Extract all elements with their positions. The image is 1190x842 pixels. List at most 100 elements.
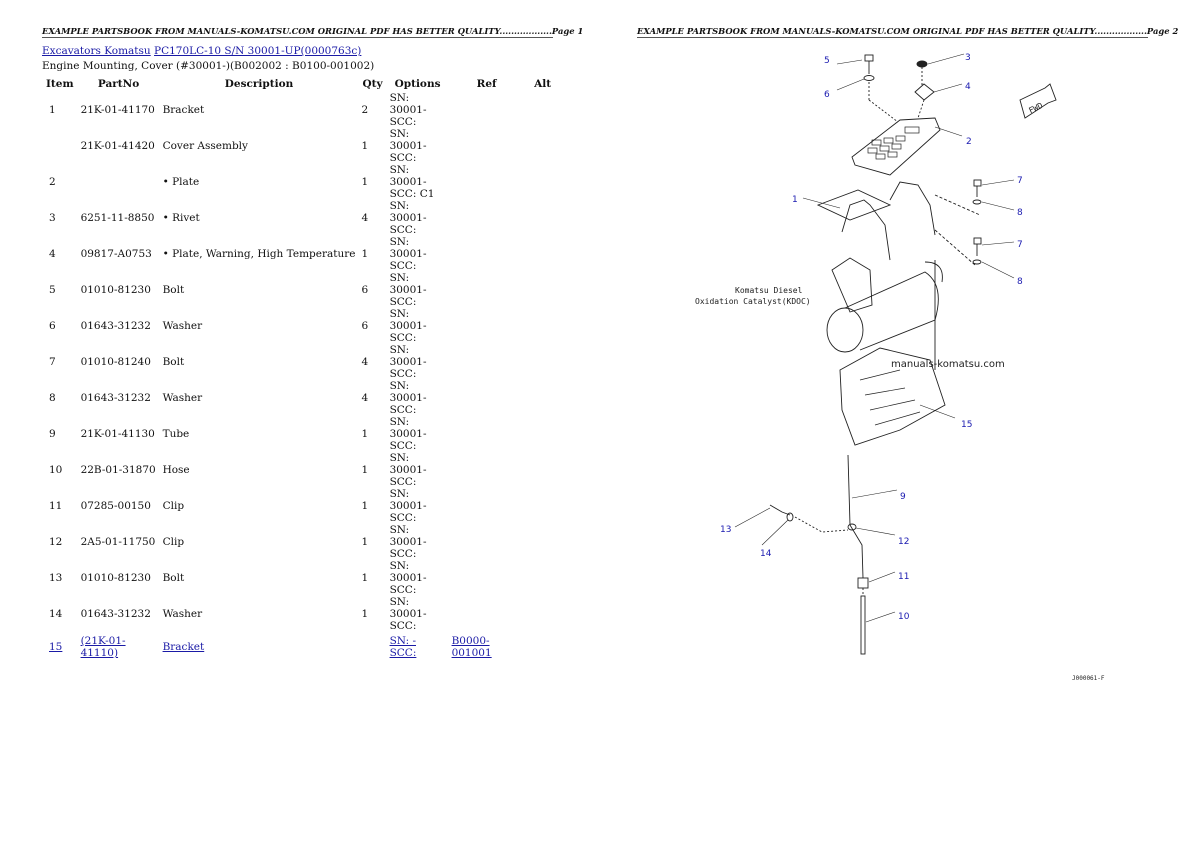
callout-7a[interactable]: 7	[1017, 176, 1023, 186]
callout-13[interactable]: 13	[720, 525, 731, 535]
callout-8b[interactable]: 8	[1017, 277, 1023, 287]
option-sn: SN: 30001-	[389, 200, 427, 224]
cell-qty: 1	[358, 416, 386, 452]
cell-partno: 21K-01-41420	[78, 128, 160, 164]
callout-12[interactable]: 12	[898, 537, 909, 547]
cell-description: Cover Assembly	[160, 128, 359, 164]
option-scc: SCC:	[389, 296, 417, 308]
cell-description: Washer	[160, 308, 359, 344]
watermark-text: manuals-komatsu.com	[891, 359, 1005, 370]
cell-partno: 01643-31232	[78, 596, 160, 632]
option-sn: SN: 30001-	[389, 416, 427, 440]
option-sn: SN: 30001-	[389, 128, 427, 152]
warning-plate-4	[914, 83, 935, 101]
option-sn: SN: 30001-	[389, 272, 427, 296]
cell-qty: 6	[358, 272, 386, 308]
option-scc: SCC:	[389, 404, 417, 416]
bracket-1-right	[889, 181, 936, 236]
cell-qty-text: 1	[361, 572, 369, 584]
figure-code: J000061-F	[1072, 675, 1105, 682]
callout-4[interactable]: 4	[965, 82, 971, 92]
option-sn: SN: 30001-	[389, 164, 427, 188]
table-row[interactable]: 15 (21K-01-41110) Bracket SN: -SCC: B0000-00…	[42, 632, 561, 662]
callout-15[interactable]: 15	[961, 420, 972, 430]
cell-partno-text[interactable]: (21K-01-41110)	[80, 635, 126, 660]
cell-description: Clip	[160, 524, 359, 560]
cell-item-text: 13	[49, 572, 63, 584]
cell-description: Clip	[160, 488, 359, 524]
cell-qty: 1	[358, 236, 386, 272]
option-scc[interactable]: SCC:	[389, 647, 417, 660]
cell-description: • Plate, Warning, High Temperature	[160, 236, 359, 272]
callout-8a[interactable]: 8	[1017, 208, 1023, 218]
breadcrumb-model-link[interactable]: PC170LC-10 S/N 30001-UP(0000763c)	[154, 45, 362, 57]
cell-item: 3	[42, 200, 78, 236]
cell-options: SN: 30001-SCC:	[387, 488, 449, 524]
cell-partno-text: 01010-81240	[80, 356, 151, 368]
cell-qty-text: 1	[361, 176, 369, 188]
cell-qty: 1	[358, 560, 386, 596]
cell-description: Washer	[160, 596, 359, 632]
table-row: 13 01010-81230 Bolt 1 SN: 30001-SCC:	[42, 560, 561, 596]
callout-1[interactable]: 1	[792, 195, 798, 205]
page-title: Engine Mounting, Cover (#30001-)(B002002…	[42, 60, 375, 72]
cell-item: 4	[42, 236, 78, 272]
rivet-3	[916, 60, 928, 68]
cell-description-text: Washer	[162, 320, 203, 332]
cell-partno-text: 21K-01-41170	[80, 104, 155, 116]
cell-item-text: 3	[49, 212, 56, 224]
cell-ref-text[interactable]: B0000-001001	[451, 635, 492, 660]
cell-partno: 01643-31232	[78, 308, 160, 344]
callout-5[interactable]: 5	[824, 56, 830, 66]
callout-10[interactable]: 10	[898, 612, 910, 622]
cell-description: • Plate	[160, 164, 359, 200]
cell-description-text[interactable]: Bracket	[162, 641, 205, 654]
bolt-5-head	[864, 54, 874, 62]
table-header-row: Item PartNo Description Qty Options Ref …	[42, 76, 561, 92]
cell-options: SN: 30001-SCC: C1	[387, 164, 449, 200]
cell-description: Bolt	[160, 272, 359, 308]
breadcrumb-category-link[interactable]: Excavators Komatsu	[42, 45, 151, 57]
callout-3[interactable]: 3	[965, 53, 971, 63]
cell-options: SN: 30001-SCC:	[387, 92, 449, 128]
cell-item: 2	[42, 164, 78, 200]
option-sn[interactable]: SN: -	[389, 635, 416, 648]
callout-7b[interactable]: 7	[1017, 240, 1023, 250]
option-sn: SN: 30001-	[389, 452, 427, 476]
cell-qty-text: 4	[361, 212, 369, 224]
option-scc: SCC: C1	[389, 188, 435, 200]
cell-item-text[interactable]: 15	[49, 641, 63, 654]
callout-2[interactable]: 2	[966, 137, 972, 147]
callout-6[interactable]: 6	[824, 90, 830, 100]
col-header-alt: Alt	[534, 78, 552, 90]
callout-9[interactable]: 9	[900, 492, 906, 502]
cell-description-text: Bolt	[162, 572, 185, 584]
breadcrumb: Excavators Komatsu PC170LC-10 S/N 30001-…	[42, 45, 361, 57]
callout-14[interactable]: 14	[760, 549, 772, 559]
cell-options: SN: 30001-SCC:	[387, 560, 449, 596]
page-header-left: EXAMPLE PARTSBOOK FROM MANUALS-KOMATSU.C…	[42, 26, 584, 38]
callout-11[interactable]: 11	[898, 572, 909, 582]
cell-item: 1	[42, 92, 78, 128]
cell-qty-text: 1	[361, 248, 369, 260]
catalyst-body	[844, 271, 939, 351]
cell-description-text: Washer	[162, 392, 203, 404]
cell-qty: 4	[358, 344, 386, 380]
cell-item-text: 8	[49, 392, 56, 404]
catalyst-inlet	[831, 257, 873, 313]
option-scc: SCC:	[389, 116, 417, 128]
cell-options: SN: 30001-SCC:	[387, 272, 449, 308]
cell-options: SN: 30001-SCC:	[387, 452, 449, 488]
cell-item: 15	[42, 632, 78, 662]
cell-qty: 1	[358, 164, 386, 200]
cell-partno-text: 01010-81230	[80, 572, 151, 584]
diagram-drawing	[734, 53, 1057, 655]
fwd-arrow	[1019, 83, 1057, 119]
option-sn: SN: 30001-	[389, 236, 427, 260]
